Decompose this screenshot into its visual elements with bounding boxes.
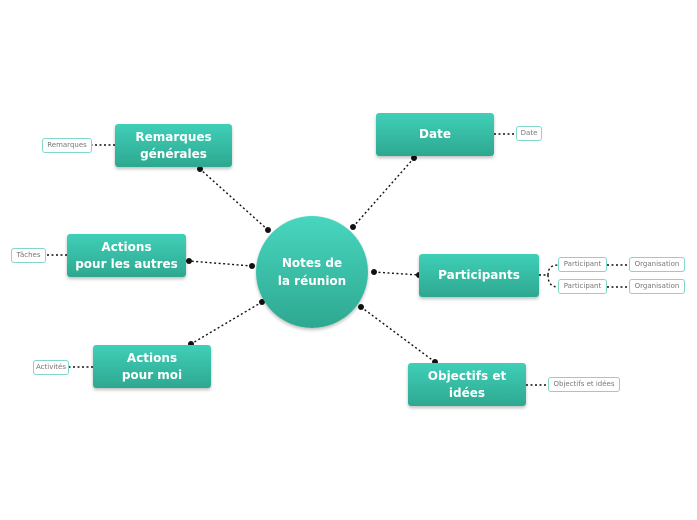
subtopic-date[interactable]: Date [516,126,542,141]
connector-actions-moi [190,301,263,345]
subtopic-remarques[interactable]: Remarques [42,138,92,153]
connector-participant-2 [547,274,559,288]
topic-actions-pour-moi[interactable]: Actions pour moi [93,345,211,388]
subtopic-organisation-2[interactable]: Organisation [629,279,685,294]
connector-dot [358,304,364,310]
topic-participants[interactable]: Participants [419,254,539,297]
central-topic[interactable]: Notes de la réunion [256,216,368,328]
topic-objectifs-et-idees[interactable]: Objectifs et idées [408,363,526,406]
connector-dot [249,263,255,269]
connector-dot [265,227,271,233]
topic-date[interactable]: Date [376,113,494,156]
connector-dot [186,258,192,264]
subtopic-taches[interactable]: Tâches [11,248,46,263]
connector-dot [371,269,377,275]
topic-remarques-generales[interactable]: Remarques générales [115,124,232,167]
connector-objectifs [360,306,436,363]
subtopic-objectifs-et-idees[interactable]: Objectifs et idées [548,377,620,392]
subtopic-participant-1[interactable]: Participant [558,257,607,272]
connector-dot [197,166,203,172]
connector-dot [411,155,417,161]
subtopic-activites[interactable]: Activités [33,360,69,375]
connector-participants [373,271,420,276]
connector-actions-autres [188,260,253,267]
connector-dot [350,224,356,230]
connector-date [352,157,415,228]
connector-participant-1 [547,264,559,276]
topic-actions-pour-les-autres[interactable]: Actions pour les autres [67,234,186,277]
connector-remarques [199,168,269,231]
subtopic-organisation-1[interactable]: Organisation [629,257,685,272]
subtopic-participant-2[interactable]: Participant [558,279,607,294]
